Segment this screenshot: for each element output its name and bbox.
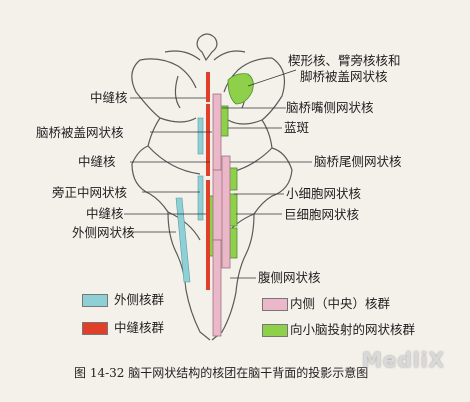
nucleus-lateral-mid xyxy=(197,175,204,221)
label-raphe-top: 中缝核 xyxy=(90,90,128,105)
label-locus-coeruleus: 蓝斑 xyxy=(284,120,310,135)
nucleus-medial-1 xyxy=(212,93,222,171)
nucleus-lateral-top xyxy=(197,117,204,155)
label-gigantocellular: 巨细胞网状核 xyxy=(284,207,360,222)
legend-swatch-lateral xyxy=(82,294,108,307)
legend-swatch-medial xyxy=(262,298,288,311)
nucleus-lateral-reticular-blue xyxy=(175,197,191,283)
nucleus-pontine-tegmental-green xyxy=(220,105,229,137)
nucleus-medial-4 xyxy=(212,239,222,337)
nucleus-medial-3 xyxy=(221,155,231,269)
label-ventral: 腹侧网状核 xyxy=(258,270,321,285)
legend-label-lateral: 外侧核群 xyxy=(114,292,165,307)
label-raphe-mid: 中缝核 xyxy=(78,154,116,169)
nuclei-group xyxy=(175,72,254,337)
nucleus-medial-2 xyxy=(212,169,224,241)
figure-caption: 图 14-32 脑干网状结构的核团在脑干背面的投影示意图 xyxy=(74,366,369,380)
legend-label-medial: 内侧（中央）核群 xyxy=(290,296,391,311)
label-lateral: 外侧网状核 xyxy=(72,225,135,240)
nucleus-raphe-top xyxy=(206,72,210,102)
nucleus-lateral-reticular-green xyxy=(229,227,238,259)
nucleus-raphe-mid xyxy=(206,104,210,176)
legend-label-cerebellar: 向小脑投射的网状核群 xyxy=(290,322,416,337)
label-pontine-tegmental-left: 脑桥被盖网状核 xyxy=(36,125,124,140)
label-paramedian: 旁正中网状核 xyxy=(52,185,128,200)
legend-swatch-raphe xyxy=(82,322,108,335)
label-raphe-low: 中缝核 xyxy=(86,206,124,221)
nucleus-wedge-parabrachial xyxy=(227,73,254,105)
leader-lines xyxy=(124,69,312,279)
label-pontine-tegmental-top: 脚桥被盖网状核 xyxy=(300,69,388,84)
label-pontine-oral: 脑桥嘴侧网状核 xyxy=(286,100,374,115)
nucleus-raphe-low xyxy=(206,180,210,290)
label-parvocellular: 小细胞网状核 xyxy=(286,186,362,201)
legend-label-raphe: 中缝核群 xyxy=(114,320,165,335)
label-pontine-caudal: 脑桥尾侧网状核 xyxy=(314,154,402,169)
watermark-logo: MedliX xyxy=(362,348,445,372)
label-wedge-nucleus: 楔形核、臂旁核核和 xyxy=(288,53,401,68)
legend-swatch-cerebellar xyxy=(262,324,288,337)
